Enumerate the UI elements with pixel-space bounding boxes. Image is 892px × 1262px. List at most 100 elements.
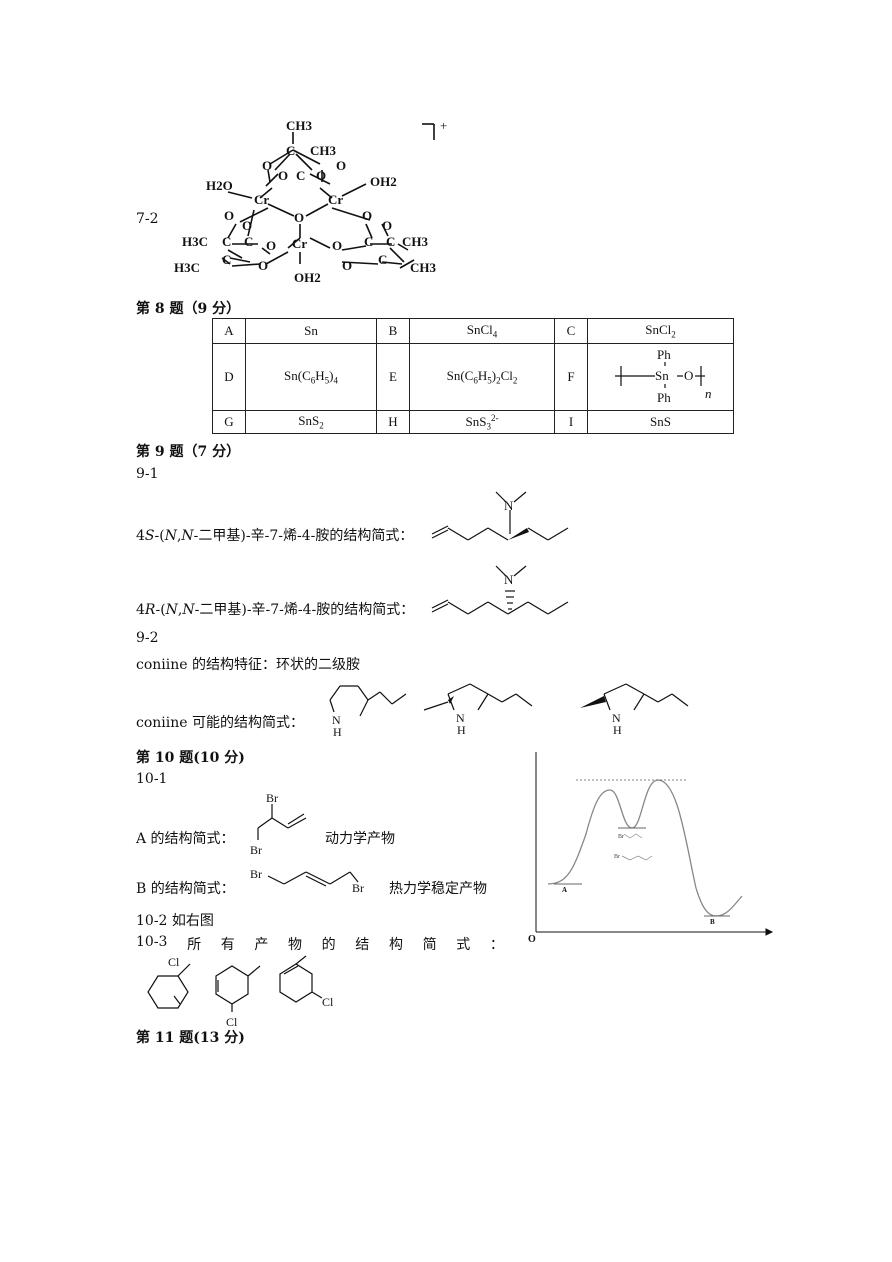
cell-value: SnS32- (409, 410, 555, 434)
n-locant: N (164, 528, 177, 544)
cell-label: A (212, 318, 246, 344)
coniine-pyrrolidine-structure-1: N H (423, 683, 533, 737)
table-row: G SnS2 H SnS32- I SnS (212, 410, 734, 434)
carbon-label: C (222, 252, 231, 267)
chromium-complex-structure: CH3 C CH3 O O O C O H2O OH2 Cr Cr O O O … (174, 118, 447, 285)
problem-label-10-1: 10-1 (136, 771, 168, 787)
water-ligand-bottom: OH2 (294, 270, 321, 285)
text: 所 (187, 937, 202, 953)
chlorine-label: Cl (322, 995, 334, 1009)
nitrogen-label: N (504, 498, 514, 513)
oxygen-label: O (684, 368, 693, 383)
small-bromine-label: Br (614, 854, 620, 860)
oxygen-label: O (262, 158, 272, 173)
stereo-descriptor: S (144, 528, 155, 544)
problem-label-9-2: 9-2 (136, 630, 159, 646)
chromium-label: Cr (328, 192, 343, 207)
charge-superscript: 2- (490, 412, 499, 423)
energy-curve (547, 779, 743, 917)
n-locant: N (182, 602, 195, 618)
cell-value: Sn(C6H5)4 (245, 343, 377, 411)
formula: SnS3 (465, 413, 491, 432)
coniine-feature: coniine 的结构特征：环状的二级胺 (136, 657, 360, 673)
oxygen-label: O (278, 168, 288, 183)
chromium-label: Cr (292, 236, 307, 251)
cell-label: G (212, 410, 246, 434)
problem-label-7-2: 7-2 (136, 211, 159, 227)
b-dibromobutene-structure: Br Br (250, 867, 364, 895)
hydrogen-label: H (613, 723, 622, 737)
oxygen-label: O (224, 208, 234, 223)
problem-10-3-line: 10-3 所 有 产 物 的 结 构 简 式 ： (136, 934, 504, 954)
hydrogen-label: H (457, 723, 466, 737)
cell-label: F (554, 343, 588, 411)
carbon-label: C (222, 234, 231, 249)
hashed-bond (505, 590, 515, 610)
coniine-pyrrolidine-structure-2: N H (580, 683, 689, 737)
text: 式 (456, 937, 471, 953)
text: -二甲基)-辛-7-烯-4-胺的结构简式： (193, 528, 414, 544)
nitrogen-label: N (456, 711, 465, 725)
polymer-structure: Ph Sn O Ph n (614, 347, 712, 405)
oxygen-label: O (336, 158, 346, 173)
cell-value: SnS (587, 410, 734, 434)
carbon-label: C (244, 234, 253, 249)
oxygen-label: O (266, 238, 276, 253)
text: 构 (388, 937, 403, 953)
ch3-label: CH3 (410, 260, 437, 275)
table-row: A Sn B SnCl4 C SnCl2 (212, 318, 734, 344)
h3c-label: H3C (174, 260, 200, 275)
text: 物 (288, 937, 303, 953)
tin-label: Sn (655, 368, 669, 383)
chlorocyclohexene-structure-1: Cl (147, 955, 191, 1009)
oxygen-label: O (342, 258, 352, 273)
carbon-label: C (378, 252, 387, 267)
cell-value: SnCl2 (587, 318, 734, 344)
oxygen-label: O (258, 258, 268, 273)
oxygen-label: O (294, 210, 304, 225)
text: 10-3 (136, 934, 168, 950)
question-11-heading: 第 11 题(13 分) (136, 1030, 245, 1046)
thermodynamic-product-note: 热力学稳定产物 (389, 881, 487, 897)
chromium-label: Cr (254, 192, 269, 207)
oxygen-label: O (362, 208, 372, 223)
text: -( (154, 528, 165, 544)
repeat-subscript: n (705, 386, 712, 401)
text: 产 (254, 937, 269, 953)
problem-label-9-1: 9-1 (136, 466, 159, 482)
hydrogen-label: H (333, 725, 342, 739)
question-10-heading: 第 10 题(10 分) (136, 750, 245, 766)
question-9-heading: 第 9 题（7 分） (136, 444, 241, 460)
point-a-label: A (562, 886, 567, 894)
wedge-bond (508, 528, 529, 540)
point-b-label: B (710, 918, 715, 926)
polymer-cell: Ph Sn O Ph n (587, 343, 734, 411)
cell-label: D (212, 343, 246, 411)
ch3-label: CH3 (286, 118, 313, 133)
cell-value: Sn (245, 318, 377, 344)
cell-value: SnS2 (245, 410, 377, 434)
bromine-label: Br (250, 843, 262, 857)
carbon-label: C (296, 168, 305, 183)
nitrogen-label: N (612, 711, 621, 725)
phenyl-label: Ph (657, 390, 671, 405)
text: ： (489, 937, 504, 953)
r-isomer-caption: 4R-(N,N-二甲基)-辛-7-烯-4-胺的结构简式： (136, 599, 414, 619)
a-structure-caption: A 的结构简式： (136, 831, 235, 847)
text: , (177, 602, 183, 618)
text: 结 (355, 937, 370, 953)
oxygen-label: O (242, 218, 252, 233)
kinetic-product-note: 动力学产物 (325, 831, 395, 847)
bromine-label: Br (250, 867, 262, 881)
text: 简 (422, 937, 437, 953)
oxygen-label: O (382, 218, 392, 233)
cell-label: H (376, 410, 410, 434)
cell-value: Sn(C6H5)2Cl2 (409, 343, 555, 411)
carbon-label: C (386, 234, 395, 249)
n-locant: N (165, 602, 178, 618)
s-isomer-structure: N (431, 491, 569, 541)
nitrogen-label: N (504, 572, 514, 587)
b-structure-caption: B 的结构简式： (136, 881, 235, 897)
text: 的 (321, 937, 336, 953)
chlorocyclohexene-structure-2: Cl (215, 965, 261, 1029)
